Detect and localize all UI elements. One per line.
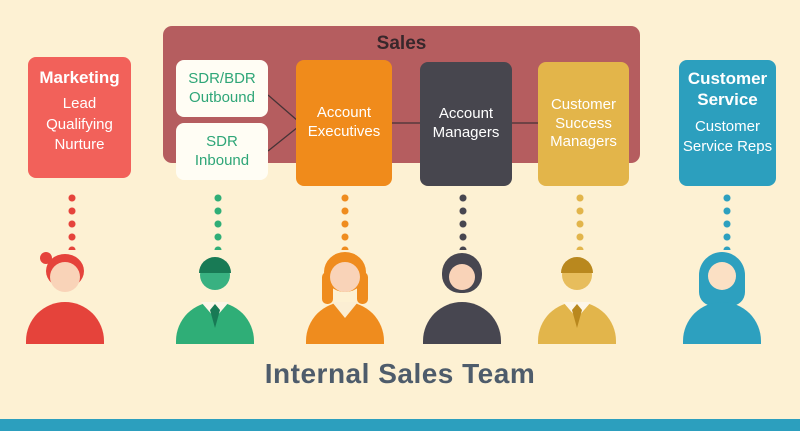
box-customer-success-managers: Customer Success Managers — [538, 62, 629, 186]
dotted-connector-account-executives — [341, 193, 349, 250]
account-manager-person-avatar — [420, 252, 504, 344]
sales-group-label: Sales — [376, 33, 427, 54]
box-customer-service: Customer Service Customer Service Reps — [679, 60, 776, 186]
dotted-connector-marketing — [68, 193, 76, 250]
marketing-title: Marketing — [39, 68, 120, 87]
customer-service-body: Customer Service Reps — [682, 117, 773, 155]
face — [330, 262, 360, 292]
torso — [26, 302, 104, 344]
customer-success-person-avatar — [535, 252, 619, 344]
box-sdr-bdr-outbound: SDR/BDR Outbound — [176, 60, 268, 117]
box-marketing: Marketing Lead Qualifying Nurture — [28, 57, 131, 178]
face — [50, 262, 80, 292]
marketing-person-avatar — [23, 252, 107, 344]
hair-lock-right — [357, 272, 368, 304]
torso — [423, 302, 501, 344]
hair — [561, 257, 593, 273]
hair — [199, 257, 231, 273]
tie — [210, 304, 220, 328]
account-executive-person-avatar — [303, 252, 387, 344]
dotted-connector-customer-service — [723, 193, 731, 250]
footer-accent-bar — [0, 419, 800, 431]
customer-service-person-avatar — [680, 252, 764, 344]
face — [449, 264, 475, 290]
tie — [572, 304, 582, 328]
box-sdr-inbound: SDR Inbound — [176, 123, 268, 180]
sdr-person-avatar — [173, 252, 257, 344]
box-account-executives: Account Executives — [296, 60, 392, 186]
face — [708, 262, 736, 290]
torso — [683, 302, 761, 344]
hair-lock-left — [322, 272, 333, 304]
dotted-connector-sdr — [214, 193, 222, 250]
hair-bun — [40, 252, 52, 264]
dotted-connector-customer-success — [576, 193, 584, 250]
marketing-body: Lead Qualifying Nurture — [46, 95, 113, 153]
diagram-title: Internal Sales Team — [264, 358, 536, 389]
dotted-connector-account-managers — [459, 193, 467, 250]
box-account-managers: Account Managers — [420, 62, 512, 186]
customer-service-title: Customer Service — [687, 69, 768, 110]
